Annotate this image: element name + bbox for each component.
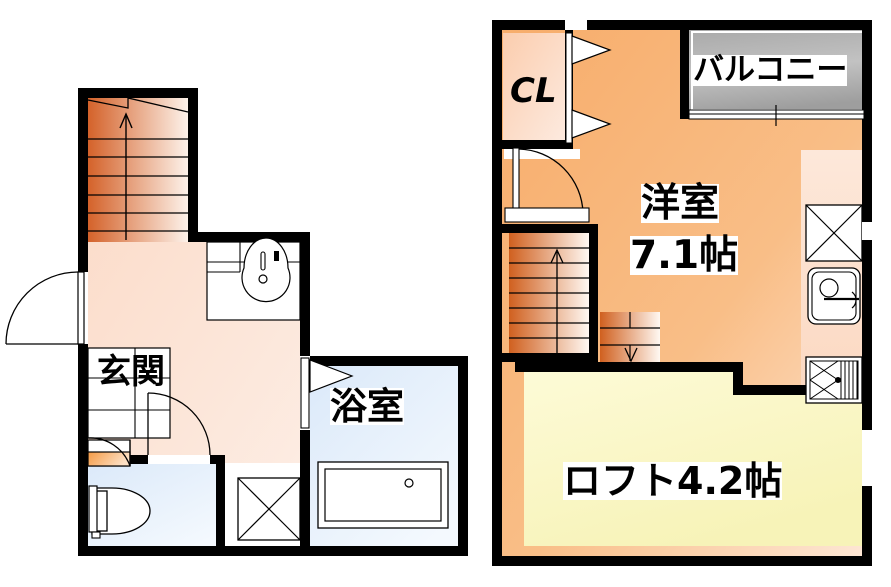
stairs-down-loft <box>600 312 660 363</box>
closet-folding-door[interactable] <box>565 20 612 144</box>
washbasin <box>206 237 301 321</box>
label-balcony: バルコニー <box>693 52 848 88</box>
label-bathroom: 浴室 <box>330 385 404 428</box>
label-loft: ロフト4.2帖 <box>563 459 783 503</box>
stairs-up-1f <box>87 97 189 242</box>
genkan-tiles <box>87 347 171 439</box>
kitchen-sink <box>807 267 861 325</box>
label-genkan: 玄関 <box>97 352 165 392</box>
bathroom-door[interactable] <box>300 356 354 430</box>
refrigerator-space <box>805 204 872 262</box>
washing-machine-space <box>237 477 301 541</box>
label-closet: CL <box>510 71 557 111</box>
label-youshitsu-area: 7.1帖 <box>630 233 739 278</box>
label-youshitsu-name: 洋室 <box>641 181 720 226</box>
toilet-bowl <box>88 485 151 539</box>
genkan-hall-door[interactable] <box>87 437 131 467</box>
closet-floor <box>503 33 565 141</box>
balcony-sliding-door[interactable] <box>688 105 865 126</box>
stairs-up-2f <box>509 233 589 353</box>
loft-floor <box>524 362 862 546</box>
entrance-door[interactable] <box>5 271 85 345</box>
room-entry-door[interactable] <box>504 147 590 223</box>
toilet-door[interactable] <box>147 392 211 464</box>
shoe-box <box>87 439 131 467</box>
window-gap-right-1 <box>862 430 872 486</box>
bathtub <box>317 461 449 529</box>
second-floor-walls <box>492 20 872 566</box>
gas-cooktop <box>805 356 863 404</box>
